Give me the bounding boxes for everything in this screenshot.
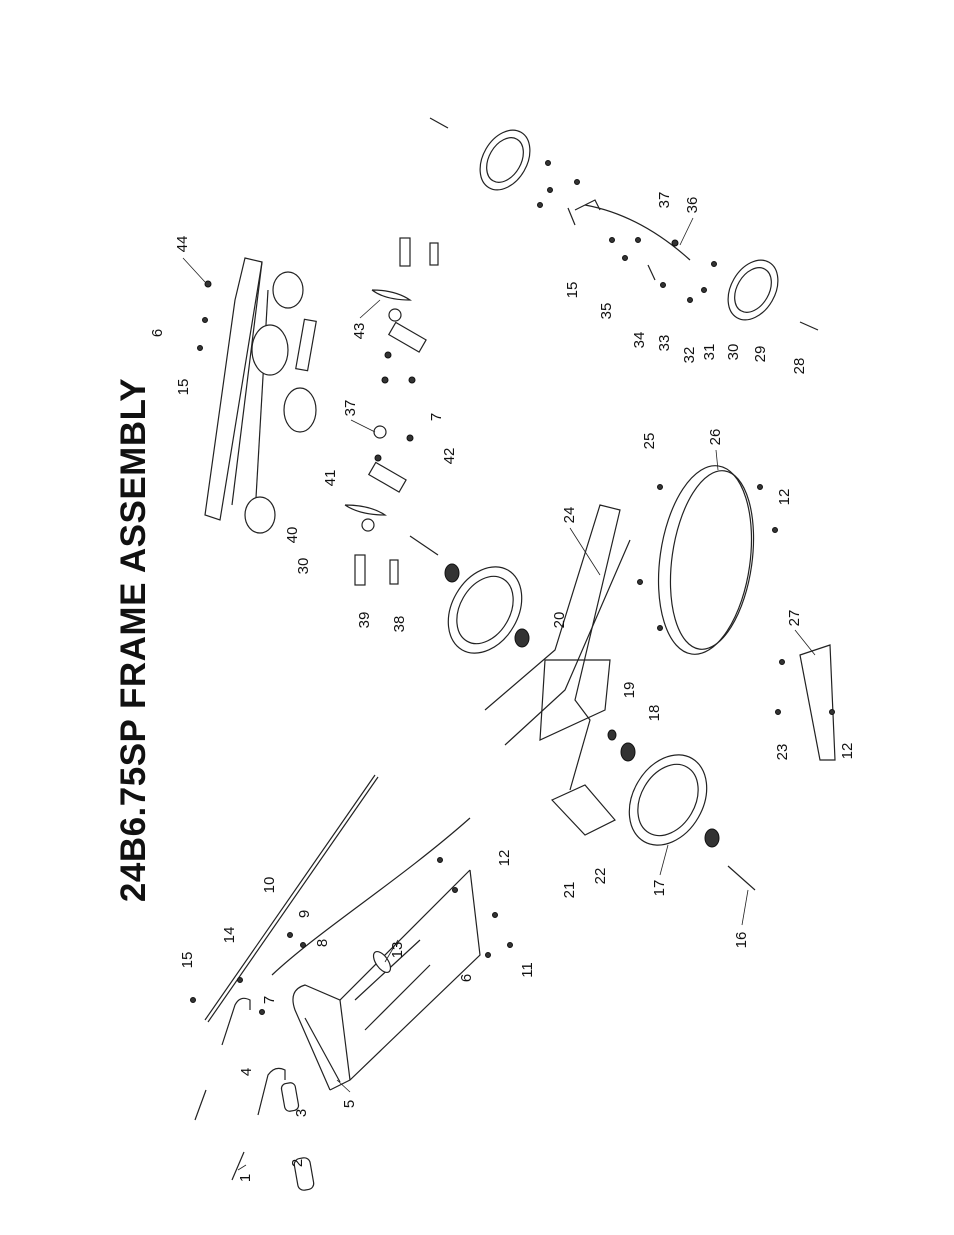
callout-4: 4 (238, 1068, 255, 1076)
bail-lever-left (221, 997, 251, 1046)
callout-37: 37 (656, 192, 673, 209)
callout-14: 14 (221, 927, 238, 944)
axle-16 (727, 865, 756, 891)
callout-43: 43 (351, 323, 368, 340)
callout-10: 10 (261, 877, 278, 894)
callout-25: 25 (641, 433, 658, 450)
callout-12: 12 (776, 489, 793, 506)
transport-wheel-29 (727, 259, 779, 321)
callout-20: 20 (551, 612, 568, 629)
grip-3 (280, 1082, 300, 1112)
callout-2: 2 (289, 1159, 306, 1167)
callout-12: 12 (496, 850, 513, 867)
bracket-42 (367, 461, 407, 493)
callout-30: 30 (295, 558, 312, 575)
callout-15: 15 (179, 952, 196, 969)
callout-31: 31 (701, 344, 718, 361)
callout-15: 15 (564, 282, 581, 299)
callout-39: 39 (356, 612, 373, 629)
callout-37: 37 (342, 400, 359, 417)
callout-44: 44 (174, 236, 191, 253)
callout-38: 38 (391, 616, 408, 633)
callout-3: 3 (293, 1109, 310, 1117)
control-rod (204, 774, 376, 1021)
pulley (283, 387, 317, 433)
upper-handle (292, 869, 471, 1091)
transport-wheel-assembly (429, 117, 819, 331)
drum-assembly (637, 465, 836, 761)
callout-5: 5 (341, 1100, 358, 1108)
callout-19: 19 (621, 682, 638, 699)
frame-body (484, 504, 621, 791)
callout-17: 17 (651, 880, 668, 897)
pin-1 (231, 1151, 245, 1181)
callout-33: 33 (656, 335, 673, 352)
callout-7: 7 (261, 996, 278, 1004)
handle-assembly (190, 774, 513, 1191)
grip-2 (293, 1157, 315, 1191)
tine-hub-bottom (244, 496, 276, 534)
callout-6: 6 (458, 974, 475, 982)
gearbox-frame (204, 257, 263, 521)
callout-40: 40 (284, 527, 301, 544)
callout-36: 36 (684, 197, 701, 214)
callout-30: 30 (725, 344, 742, 361)
callout-22: 22 (592, 868, 609, 885)
callout-15: 15 (175, 379, 192, 396)
drive-wheel-upper (447, 566, 523, 654)
callout-29: 29 (752, 346, 769, 363)
skid-plate-22 (550, 784, 616, 836)
callout-1: 1 (237, 1174, 254, 1182)
callout-9: 9 (296, 910, 313, 918)
transport-wheel-top (479, 129, 531, 191)
callout-8: 8 (314, 939, 331, 947)
spring-43 (371, 289, 412, 301)
gear (251, 324, 289, 376)
spring-40 (344, 504, 387, 516)
callout-7: 7 (428, 413, 445, 421)
callout-34: 34 (631, 332, 648, 349)
callout-11: 11 (519, 962, 536, 978)
axle-28 (799, 321, 819, 331)
callout-27: 27 (786, 610, 803, 627)
wheel-bracket-36 (584, 204, 691, 261)
leader-lines (182, 217, 816, 1171)
callout-numbers: 1234567891011121314151617181920212223242… (149, 192, 856, 1183)
drum-26 (657, 465, 753, 655)
bail-lever-right (257, 1067, 286, 1116)
callout-28: 28 (791, 358, 808, 375)
drive-wheel-17 (628, 754, 708, 846)
callout-35: 35 (598, 303, 615, 320)
callout-21: 21 (561, 882, 578, 899)
shield-27 (799, 644, 836, 761)
callout-13: 13 (389, 942, 406, 959)
callout-32: 32 (681, 347, 698, 364)
callout-12: 12 (839, 743, 856, 760)
gearbox-assembly (197, 237, 439, 586)
callout-18: 18 (646, 705, 663, 722)
callout-23: 23 (774, 744, 791, 761)
callout-42: 42 (441, 448, 458, 465)
callout-26: 26 (707, 429, 724, 446)
callout-41: 41 (322, 470, 339, 487)
bearing-18 (620, 742, 636, 762)
callout-6: 6 (149, 329, 166, 337)
control-cable (271, 817, 471, 976)
callout-16: 16 (733, 932, 750, 949)
bolt-38 (389, 559, 399, 585)
callout-24: 24 (561, 507, 578, 524)
bolt-39 (354, 554, 366, 586)
tine-hub-top (272, 271, 304, 309)
main-frame (409, 504, 756, 891)
